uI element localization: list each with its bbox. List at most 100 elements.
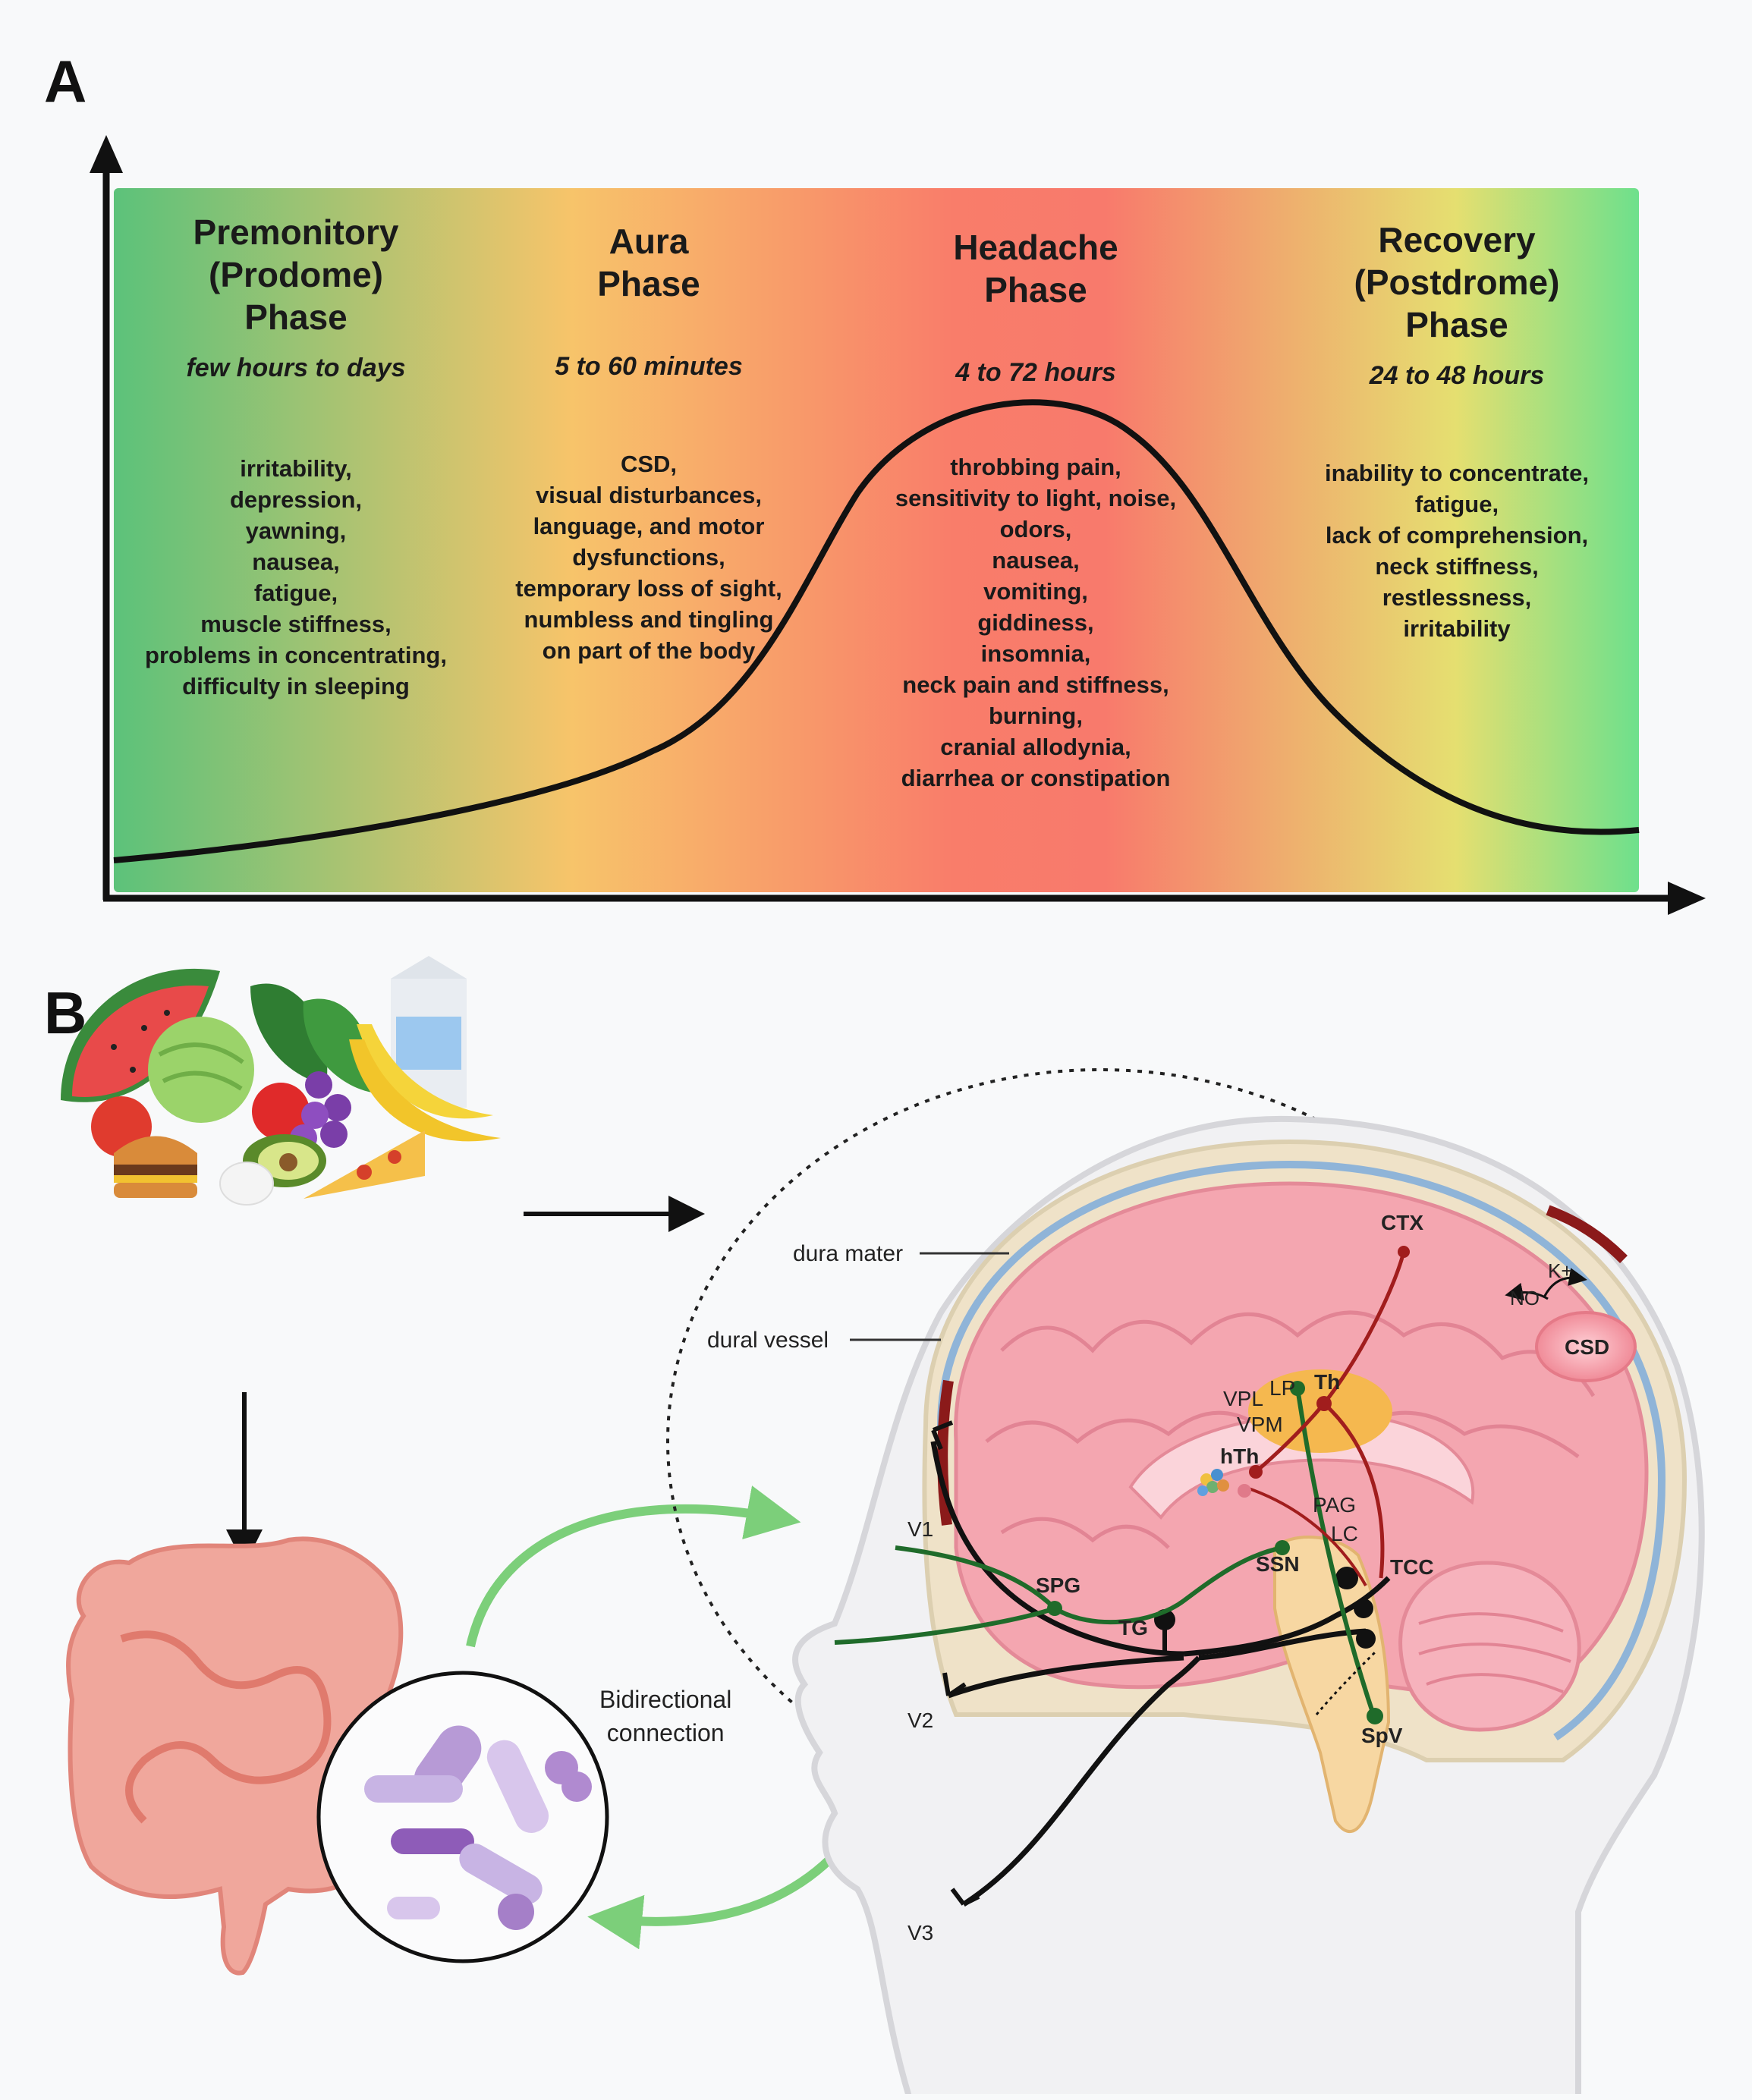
phase-duration: 24 to 48 hours xyxy=(1369,361,1545,390)
label-csd: CSD xyxy=(1565,1335,1610,1359)
symptom: visual disturbances, xyxy=(535,482,763,508)
food-illustration xyxy=(61,956,501,1206)
symptom: fatigue, xyxy=(1414,491,1499,517)
phase-duration: 5 to 60 minutes xyxy=(555,352,743,381)
trigeminal-v2 xyxy=(947,1655,1184,1699)
label-spv: SpV xyxy=(1361,1724,1403,1747)
microbiota-illustration xyxy=(316,1671,609,1963)
red-path-hth-th xyxy=(1254,1402,1326,1473)
title-line: Phase xyxy=(597,264,700,303)
label-ssn: SSN xyxy=(1256,1552,1300,1576)
symptom: restlessness, xyxy=(1382,584,1532,611)
label-v3: V3 xyxy=(907,1921,934,1944)
green-path-spg-v1 xyxy=(895,1545,1057,1611)
symptom: odors, xyxy=(999,516,1072,542)
symptom: fatigue, xyxy=(253,580,338,606)
migraine-intensity-curve xyxy=(113,399,1640,863)
symptom: difficulty in sleeping xyxy=(182,673,410,699)
x-axis-arrowhead xyxy=(1668,882,1706,915)
phase-symptoms: irritability, depression, yawning, nause… xyxy=(114,453,478,702)
title-line: Recovery xyxy=(1378,220,1536,259)
phase-symptoms: inability to concentrate, fatigue, lack … xyxy=(1275,457,1639,644)
title-line: (Prodome) xyxy=(209,255,383,294)
phase-symptoms: CSD, visual disturbances, language, and … xyxy=(470,448,827,666)
symptom: problems in concentrating, xyxy=(145,642,447,668)
symptom: numbless and tingling xyxy=(524,606,774,633)
label-ctx: CTX xyxy=(1381,1211,1423,1234)
label-tg: TG xyxy=(1118,1616,1148,1639)
phase-recovery: Recovery (Postdrome) Phase 24 to 48 hour… xyxy=(1275,218,1639,644)
title-line: Premonitory xyxy=(193,212,399,252)
label-dura-mater: dura mater xyxy=(793,1241,904,1266)
symptom: irritability xyxy=(1403,615,1511,642)
green-path-spg-face xyxy=(834,1606,1055,1645)
symptom: depression, xyxy=(230,486,362,513)
dural-vessel-front xyxy=(937,1379,954,1526)
bidirectional-line: Bidirectional xyxy=(599,1686,732,1713)
title-line: (Postdrome) xyxy=(1354,262,1560,302)
symptom: neck pain and stiffness, xyxy=(902,671,1169,698)
phase-headache: Headache Phase 4 to 72 hours throbbing p… xyxy=(857,226,1214,794)
trigeminal-v3 xyxy=(962,1655,1201,1907)
phase-title: Headache Phase xyxy=(857,226,1214,311)
symptom: CSD, xyxy=(620,451,678,477)
title-line: Headache xyxy=(953,228,1118,267)
phase-title: Aura Phase xyxy=(470,220,827,305)
label-hth: hTh xyxy=(1220,1445,1260,1468)
red-path-th-ctx xyxy=(1323,1251,1406,1405)
phase-title: Premonitory (Prodome) Phase xyxy=(114,211,478,338)
symptom: insomnia, xyxy=(980,640,1091,667)
phase-symptoms: throbbing pain, sensitivity to light, no… xyxy=(857,451,1214,794)
symptom: diarrhea or constipation xyxy=(901,765,1171,791)
bidirectional-line: connection xyxy=(606,1719,725,1746)
phase-title: Recovery (Postdrome) Phase xyxy=(1275,218,1639,346)
label-dural-vessel: dural vessel xyxy=(707,1328,829,1353)
phase-duration: few hours to days xyxy=(186,354,406,382)
panel-a-label: A xyxy=(44,48,87,115)
label-tcc: TCC xyxy=(1390,1555,1434,1579)
symptom: language, and motor xyxy=(533,513,765,539)
title-line: Aura xyxy=(609,222,689,261)
symptom: giddiness, xyxy=(977,609,1094,636)
trigeminal-main-branch xyxy=(1183,1576,1391,1657)
y-axis-arrowhead xyxy=(90,135,123,173)
phase-premonitory: Premonitory (Prodome) Phase few hours to… xyxy=(114,211,478,702)
panel-a-chart xyxy=(90,135,1706,915)
trigeminal-to-tcc xyxy=(1198,1628,1367,1661)
bidirectional-arrow-up xyxy=(466,1485,801,1648)
label-vpl: VPL xyxy=(1223,1387,1263,1410)
label-no: NO xyxy=(1510,1287,1540,1309)
green-path-ssn-spg xyxy=(1053,1545,1283,1625)
label-th: Th xyxy=(1314,1370,1341,1394)
csd-arrow-no xyxy=(1505,1282,1549,1301)
symptom: on part of the body xyxy=(542,637,756,664)
label-v2: V2 xyxy=(907,1709,934,1732)
label-spg: SPG xyxy=(1036,1573,1081,1597)
symptom: lack of comprehension, xyxy=(1325,522,1589,549)
symptom: inability to concentrate, xyxy=(1325,460,1589,486)
csd-arrow-k xyxy=(1543,1268,1587,1298)
red-path-th-tcc xyxy=(1323,1402,1385,1579)
label-k-plus: K+ xyxy=(1548,1259,1573,1282)
symptom: yawning, xyxy=(245,517,347,544)
symptom: dysfunctions, xyxy=(572,544,725,571)
label-vpm: VPM xyxy=(1237,1413,1283,1436)
symptom: burning, xyxy=(989,703,1083,729)
symptom: sensitivity to light, noise, xyxy=(895,485,1177,511)
hypothalamic-nuclei xyxy=(1197,1469,1229,1496)
symptom: temporary loss of sight, xyxy=(515,575,782,602)
label-v1: V1 xyxy=(907,1517,934,1541)
csd-blob xyxy=(1535,1311,1637,1382)
label-bidirectional-connection: Bidirectional connection xyxy=(599,1683,731,1749)
intestine-illustration xyxy=(66,1536,404,1976)
phase-duration: 4 to 72 hours xyxy=(955,358,1116,387)
dura-mater-layer xyxy=(937,1160,1666,1741)
symptom: nausea, xyxy=(252,549,340,575)
symptom: throbbing pain, xyxy=(950,454,1121,480)
symptom: cranial allodynia, xyxy=(940,734,1131,760)
symptom: muscle stiffness, xyxy=(200,611,392,637)
phase-gradient-background xyxy=(114,188,1639,892)
thalamus xyxy=(1248,1369,1392,1453)
title-line: Phase xyxy=(984,270,1087,310)
